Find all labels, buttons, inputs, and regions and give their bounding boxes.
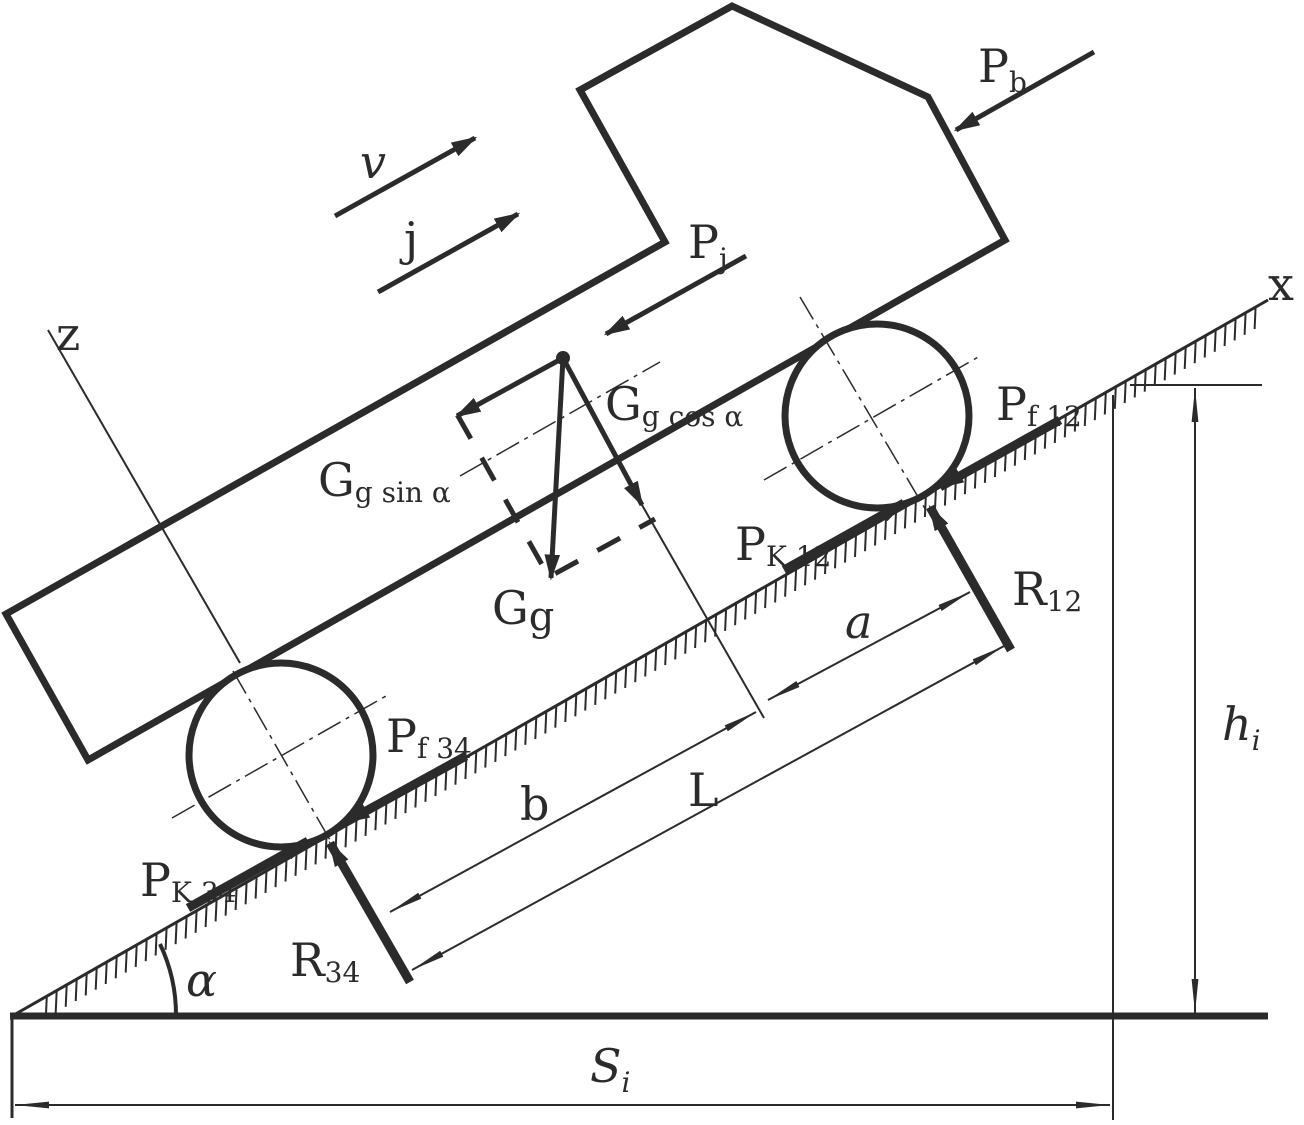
rear-reaction-arrow [326, 840, 414, 985]
rear-traction-arrow [185, 837, 311, 912]
label-pk12: PK 12 [735, 517, 831, 573]
gravity-sin-arrow [454, 355, 565, 419]
z-axis [47, 329, 241, 664]
label-pf12: Pf 12 [996, 377, 1082, 433]
front-wheel [781, 320, 973, 512]
label-x: x [1268, 257, 1294, 311]
label-pb: Pb [978, 39, 1027, 99]
front-traction-arrow [781, 499, 907, 574]
label-v: v [360, 135, 386, 189]
angle-alpha-arc [158, 943, 179, 1017]
label-L: L [688, 763, 719, 817]
label-pj: Pj [688, 215, 728, 275]
label-hi: hi [1222, 697, 1261, 757]
wind-force-arrow [953, 49, 1096, 133]
gravity-arrow [544, 357, 566, 581]
acceleration-arrow [376, 211, 521, 295]
gravity-construction [454, 351, 657, 581]
label-r34: R34 [290, 933, 360, 989]
label-pf34: Pf 34 [386, 709, 472, 765]
label-z: z [56, 307, 80, 361]
label-a: a [845, 595, 872, 649]
front-reaction-arrow [926, 504, 1015, 653]
label-pk34: PK 34 [140, 853, 236, 909]
velocity-arrow [333, 135, 478, 219]
centerlines [171, 296, 981, 841]
label-alpha: α [186, 953, 217, 1007]
gravity-dashed-rectangle [455, 414, 657, 581]
label-j: j [399, 212, 418, 266]
inertia-force-arrow [603, 253, 748, 337]
label-si: Si [590, 1039, 630, 1099]
label-gg-sin: Gg sin α [318, 453, 451, 509]
label-gg: Gg [492, 581, 554, 640]
label-b: b [520, 777, 549, 831]
label-r12: R12 [1012, 562, 1082, 618]
dim-L [411, 645, 1005, 971]
label-gg-cos: Gg cos α [605, 377, 743, 433]
gravity-cos-arrow [560, 356, 645, 508]
front-rolling-resistance-arrow [937, 416, 1063, 491]
